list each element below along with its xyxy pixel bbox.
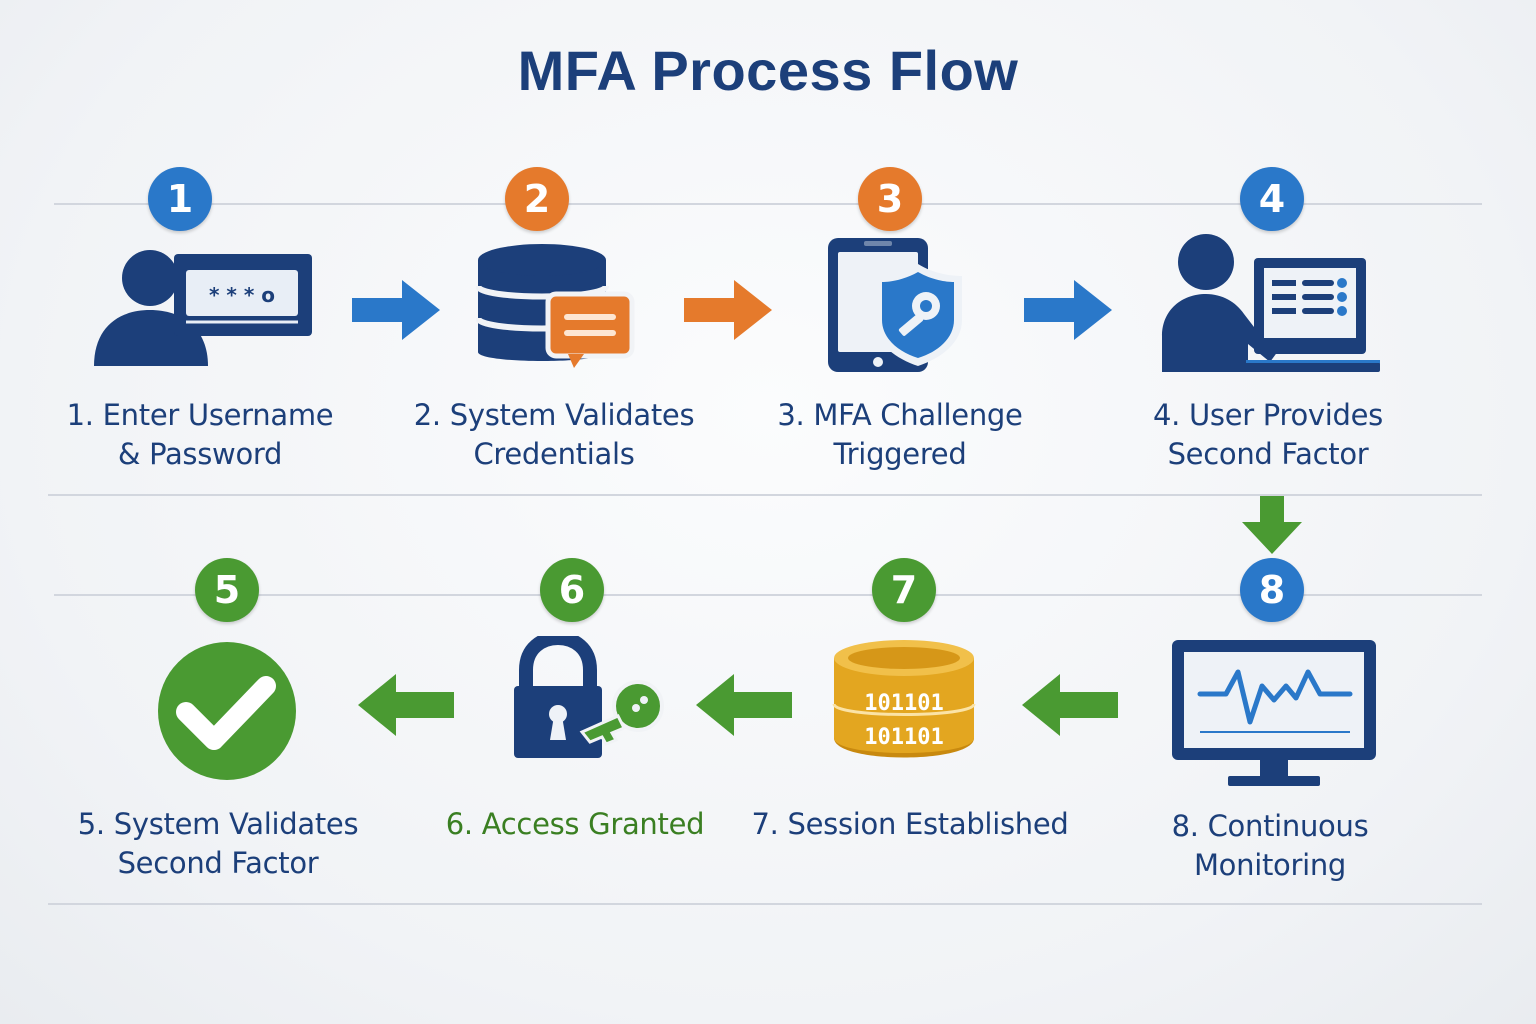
arrow-step2-to-3	[684, 280, 772, 340]
step-badge-8: 8	[1240, 558, 1304, 622]
svg-text:101101: 101101	[864, 691, 943, 716]
row-divider	[48, 494, 1482, 496]
step-badge-4: 4	[1240, 167, 1304, 231]
page-title: MFA Process Flow	[517, 39, 1019, 102]
step-label-7: 7. Session Established	[751, 807, 1069, 841]
arrow-step7-to-6	[696, 674, 792, 736]
database-message-icon	[476, 244, 635, 368]
bottom-divider	[48, 903, 1482, 905]
binary-database-icon: 101101 101101	[832, 640, 976, 758]
arrow-step3-to-4	[1024, 280, 1112, 340]
step-badge-2: 2	[505, 167, 569, 231]
svg-text:* * * o: * * * o	[209, 283, 275, 307]
arrow-step8-to-7	[1022, 674, 1118, 736]
tablet-shield-key-icon	[828, 238, 962, 372]
row2-guide-line	[54, 594, 1482, 596]
step-label-1: 1. Enter Username& Password	[66, 398, 334, 471]
step-badge-7: 7	[872, 558, 936, 622]
checkmark-circle-icon	[158, 642, 296, 780]
step-badge-1: 1	[148, 167, 212, 231]
arrow-step4-to-8	[1242, 496, 1302, 554]
user-password-icon: * * * o	[94, 250, 312, 366]
arrow-step6-to-5	[358, 674, 454, 736]
step-label-6: 6. Access Granted	[445, 807, 705, 841]
user-computer-icon	[1162, 234, 1380, 372]
step-badge-3: 3	[858, 167, 922, 231]
arrow-step1-to-2	[352, 280, 440, 340]
row1-guide-line	[54, 203, 1482, 205]
step-badge-6: 6	[540, 558, 604, 622]
padlock-key-icon	[514, 636, 664, 758]
step-badge-5: 5	[195, 558, 259, 622]
svg-text:101101: 101101	[864, 725, 943, 750]
monitor-pulse-icon	[1172, 640, 1376, 786]
